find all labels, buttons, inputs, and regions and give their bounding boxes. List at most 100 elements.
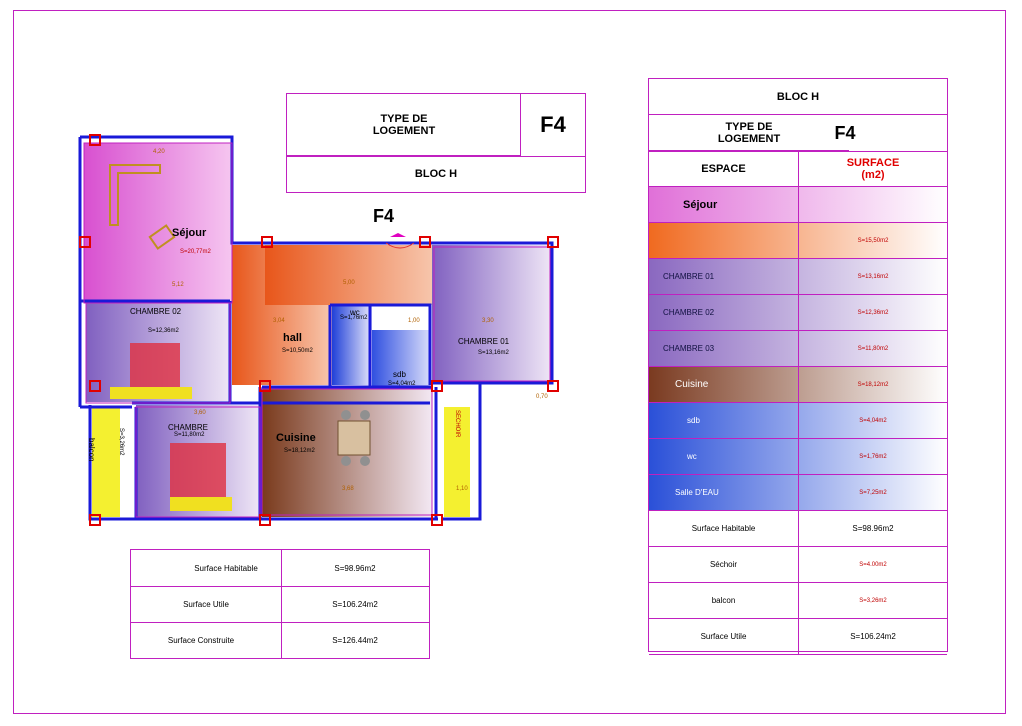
room-hall-area: S=10,50m2 bbox=[282, 348, 313, 354]
surface-habitable-value: S=98.96m2 bbox=[334, 563, 376, 573]
room-chambre-name: CHAMBRE bbox=[168, 423, 209, 432]
col-surface: SURFACE (m2) bbox=[799, 151, 947, 187]
type-label-line1: TYPE DE bbox=[380, 113, 428, 125]
col-espace: ESPACE bbox=[649, 151, 799, 187]
area-table-total-row: Séchoir S=4.00m2 bbox=[649, 547, 947, 583]
area-table-total-name: Séchoir bbox=[649, 547, 799, 582]
dining-table bbox=[337, 410, 371, 466]
col-surface-l1: SURFACE bbox=[846, 156, 900, 169]
dim-cuisine-bottom: 3,68 bbox=[342, 486, 354, 492]
area-table-row-value: S=1,76m2 bbox=[859, 453, 887, 460]
area-table-total-row: balcon S=3,26m2 bbox=[649, 583, 947, 619]
room-chambre02-name: CHAMBRE 02 bbox=[130, 307, 182, 316]
room-cuisine-area: S=18,12m2 bbox=[284, 448, 315, 454]
area-table-type-l1: TYPE DE bbox=[725, 120, 773, 133]
area-table-row-name: CHAMBRE 01 bbox=[649, 259, 799, 294]
floor-plan bbox=[78, 134, 559, 526]
dim-hall-top: 5,00 bbox=[343, 280, 355, 286]
area-table-row-value bbox=[799, 187, 947, 222]
room-wc-area: S=1,76m2 bbox=[340, 315, 368, 321]
area-table-row-value: S=15,50m2 bbox=[857, 237, 889, 244]
area-table-row: Cuisine S=18,12m2 bbox=[649, 367, 947, 403]
area-table-total-row: Surface Utile S=106.24m2 bbox=[649, 619, 947, 655]
chambre01-fill bbox=[432, 245, 552, 383]
col-surface-l2: (m2) bbox=[861, 168, 885, 181]
dim-hall-left: 3,04 bbox=[273, 318, 285, 324]
room-chambre02-area: S=12,36m2 bbox=[148, 328, 179, 334]
room-balcon-area: S=3,26m2 bbox=[118, 428, 124, 456]
room-chambre01-area: S=13,16m2 bbox=[478, 350, 509, 356]
room-sejour-area: S=20,77m2 bbox=[180, 249, 211, 255]
surface-habitable-label: Surface Habitable bbox=[194, 563, 258, 573]
area-table-total-value: S=106.24m2 bbox=[850, 632, 896, 641]
room-chambre01-name: CHAMBRE 01 bbox=[458, 337, 510, 346]
area-table-total-value: S=4.00m2 bbox=[859, 561, 887, 568]
area-table-row-name: CHAMBRE 02 bbox=[649, 295, 799, 330]
dim-sejour-bottom: 5,12 bbox=[172, 282, 184, 288]
bed-chambre02 bbox=[110, 343, 192, 399]
area-table-type-label: TYPE DE LOGEMENT bbox=[649, 115, 849, 151]
area-table-type-value: F4 bbox=[834, 122, 856, 143]
dim-right-edge: 0,70 bbox=[536, 394, 548, 400]
bloc-label: BLOC H bbox=[414, 168, 458, 180]
room-sdb-name: sdb bbox=[393, 370, 406, 379]
area-table-total-value: S=3,26m2 bbox=[859, 597, 887, 604]
room-cuisine-name: Cuisine bbox=[276, 432, 316, 444]
plan-entry-label: F4 bbox=[373, 206, 395, 226]
area-table-total-name: Surface Utile bbox=[649, 619, 799, 654]
dim-chambre01: 3,30 bbox=[482, 318, 494, 324]
surface-construite-label: Surface Construite bbox=[167, 635, 235, 645]
area-table-row-name bbox=[649, 223, 799, 258]
area-table-row-name: Salle D'EAU bbox=[649, 475, 799, 510]
area-table-row: CHAMBRE 03 S=11,80m2 bbox=[649, 331, 947, 367]
area-table-row-value: S=13,16m2 bbox=[857, 273, 889, 280]
area-table-row: CHAMBRE 02 S=12,36m2 bbox=[649, 295, 947, 331]
sechoir-fill bbox=[444, 407, 470, 517]
area-table-total-row: Surface Habitable S=98.96m2 bbox=[649, 511, 947, 547]
area-table-row: S=15,50m2 bbox=[649, 223, 947, 259]
balcon-fill bbox=[92, 407, 120, 517]
area-table-row: sdb S=4,04m2 bbox=[649, 403, 947, 439]
surfaces-table: Surface Habitable S=98.96m2 Surface Util… bbox=[130, 549, 430, 659]
area-table-row-value: S=4,04m2 bbox=[859, 417, 887, 424]
dim-wc: 1,00 bbox=[408, 318, 420, 324]
surface-construite-value: S=126.44m2 bbox=[332, 635, 378, 645]
area-table-row: Séjour bbox=[649, 187, 947, 223]
area-table-row-name: Séjour bbox=[649, 187, 799, 222]
area-table-row: CHAMBRE 01 S=13,16m2 bbox=[649, 259, 947, 295]
area-table: BLOC H TYPE DE LOGEMENT F4 ESPACE SURFAC… bbox=[648, 78, 948, 655]
dim-chambre: 3,60 bbox=[194, 410, 206, 416]
surface-utile-label: Surface Utile bbox=[183, 599, 229, 609]
hall-top-fill bbox=[265, 245, 435, 305]
dim-sejour-top: 4,20 bbox=[153, 149, 165, 155]
area-table-row-name: CHAMBRE 03 bbox=[649, 331, 799, 366]
area-table-row-value: S=12,36m2 bbox=[857, 309, 889, 316]
sejour-fill bbox=[84, 143, 232, 303]
area-table-row-name: wc bbox=[649, 439, 799, 474]
sheet-frame bbox=[13, 10, 1006, 714]
area-table-row-value: S=18,12m2 bbox=[857, 381, 889, 388]
room-wc-name: wc bbox=[350, 308, 360, 317]
dim-sechoir-bottom: 1,10 bbox=[456, 486, 468, 492]
wc-fill bbox=[332, 305, 372, 385]
room-chambre-area: S=11,80m2 bbox=[174, 432, 205, 438]
room-sechoir-name: SECHOIR bbox=[454, 410, 460, 438]
room-hall-name: hall bbox=[283, 332, 302, 344]
area-table-total-name: Surface Habitable bbox=[649, 511, 799, 546]
type-logement-label: TYPE DE LOGEMENT bbox=[287, 94, 521, 156]
area-table-row-name: sdb bbox=[649, 403, 799, 438]
surface-utile-value: S=106.24m2 bbox=[332, 599, 378, 609]
area-table-row-name: Cuisine bbox=[649, 367, 799, 402]
area-table-bloc: BLOC H bbox=[649, 79, 947, 115]
area-table-total-name: balcon bbox=[649, 583, 799, 618]
room-sejour-name: Séjour bbox=[172, 227, 207, 239]
area-table-row: wc S=1,76m2 bbox=[649, 439, 947, 475]
area-table-row-value: S=11,80m2 bbox=[857, 345, 889, 352]
bed-chambre bbox=[170, 443, 232, 511]
type-label-line2: LOGEMENT bbox=[372, 125, 436, 137]
type-value: F4 bbox=[540, 112, 566, 137]
area-table-total-value: S=98.96m2 bbox=[852, 524, 894, 533]
room-sdb-area: S=4,04m2 bbox=[388, 381, 416, 387]
area-table-type-l2: LOGEMENT bbox=[717, 132, 781, 145]
